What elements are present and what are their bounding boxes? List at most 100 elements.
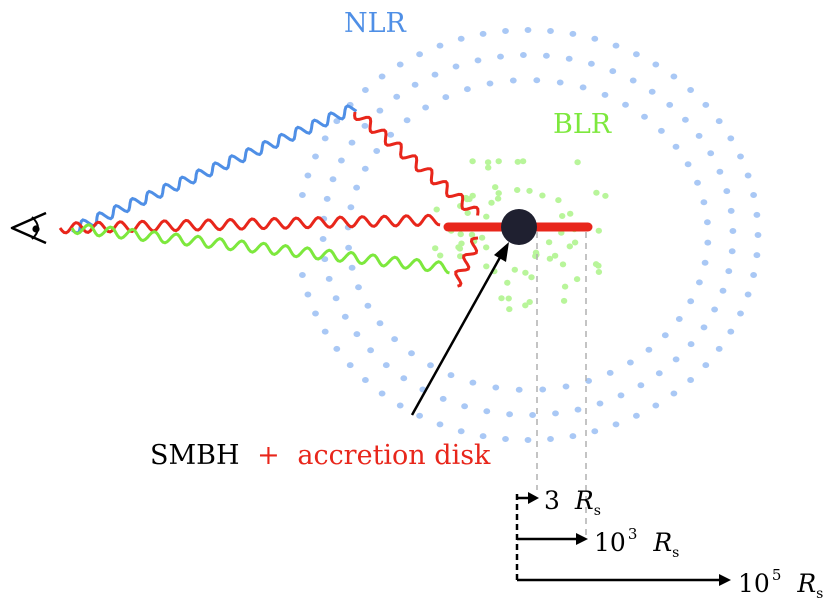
direct-photon-path [58,213,441,235]
scale3-exponent: 5 [772,566,782,584]
nlr-dot [529,412,536,418]
nlr-dot [629,77,637,84]
nlr-dot [725,268,733,275]
nlr-dot [378,73,386,80]
nlr-dot [727,135,735,142]
nlr-dot [396,402,404,409]
nlr-dot [509,77,517,84]
nlr-dot [652,61,660,68]
blr-dot [462,194,470,201]
blr-dot [595,227,602,234]
nlr-dot [364,302,372,309]
blr-dot [483,263,490,270]
nlr-dot [700,324,708,331]
blr-dot [468,231,476,238]
nlr-dot [648,88,656,95]
nlr-dot [694,179,701,186]
nlr-dot [362,87,369,93]
blr-dot [559,213,566,219]
nlr-dot [711,306,718,313]
nlr-dot [373,148,381,154]
scale3-base: 10 [738,569,770,598]
nlr-dot [378,390,386,397]
blr-dot [511,266,518,273]
blr-dot [574,159,581,166]
blr-dot [571,239,579,246]
plus-text: + [257,440,280,471]
nlr-dot [347,204,355,211]
nlr-dot [633,412,640,419]
nlr-dot [427,362,434,369]
nlr-dot [436,421,444,428]
nlr-dot [515,386,523,393]
black-hole [501,209,537,245]
nlr-dot [612,421,620,428]
blr-dot [483,213,490,220]
nlr-dot [715,118,723,125]
nlr-dot [547,28,554,34]
nlr-dot [348,139,356,146]
nlr-dot [396,61,404,68]
scale-arrow-3rs [517,492,539,504]
nlr-dot [702,101,710,108]
nlr-dot [596,400,604,407]
blr-dot [458,240,465,247]
blr-dot [464,210,471,216]
nlr-dot [701,259,709,266]
blr-dot [545,239,553,246]
nlr-dot [670,390,678,397]
nlr-dot [376,320,384,327]
nlr-dot [457,428,465,435]
nlr-dot [612,42,620,49]
nlr-dot [704,219,711,226]
nlr-dot [617,392,625,399]
blr-dot [483,244,490,251]
nlr-dot [403,117,411,124]
nlr-dot [461,403,468,410]
nlr-dot [355,284,362,291]
nlr-dot [687,377,694,383]
nlr-dot [312,310,319,317]
nlr-dot [312,153,319,160]
nlr-dot [422,104,429,111]
blr-dot [495,158,502,165]
smbh-text: SMBH [150,440,240,471]
blr-dot [498,295,505,302]
blr-dot [526,187,533,194]
nlr-dot [479,30,487,37]
nlr-dot [716,168,724,175]
nlr-dot [658,127,665,134]
blr-dot [514,187,521,193]
nlr-dot [753,252,761,259]
blr-dot [457,231,464,238]
nlr-dot [661,332,669,339]
nlr-dot [695,132,703,139]
nlr-dot [411,81,419,88]
nlr-dot [675,316,683,322]
rs-symbol: R [574,486,594,515]
blr-dot [437,252,444,259]
nlr-dot [321,256,329,263]
nlr-dot [474,57,482,64]
nlr-dot [728,248,736,255]
nlr-dot [367,347,374,354]
nlr-dot [408,350,415,357]
nlr-dot [750,272,757,278]
blr-dot [484,159,492,166]
nlr-dot [723,188,731,195]
scale2-exponent: 3 [628,525,638,543]
blr-dot [551,252,559,259]
nlr-dot [687,87,694,93]
nlr-dot [439,395,447,402]
nlr-dot [321,135,329,142]
nlr-dot [382,362,390,369]
smbh-label: SMBH + accretion disk [150,440,491,471]
blr-dot [492,184,499,191]
nlr-dot [533,77,541,84]
nlr-dot [727,328,735,335]
nlr-dot [670,73,678,80]
blr-dot [433,206,440,213]
blr-dot [561,283,569,290]
blr-dot [595,262,602,269]
